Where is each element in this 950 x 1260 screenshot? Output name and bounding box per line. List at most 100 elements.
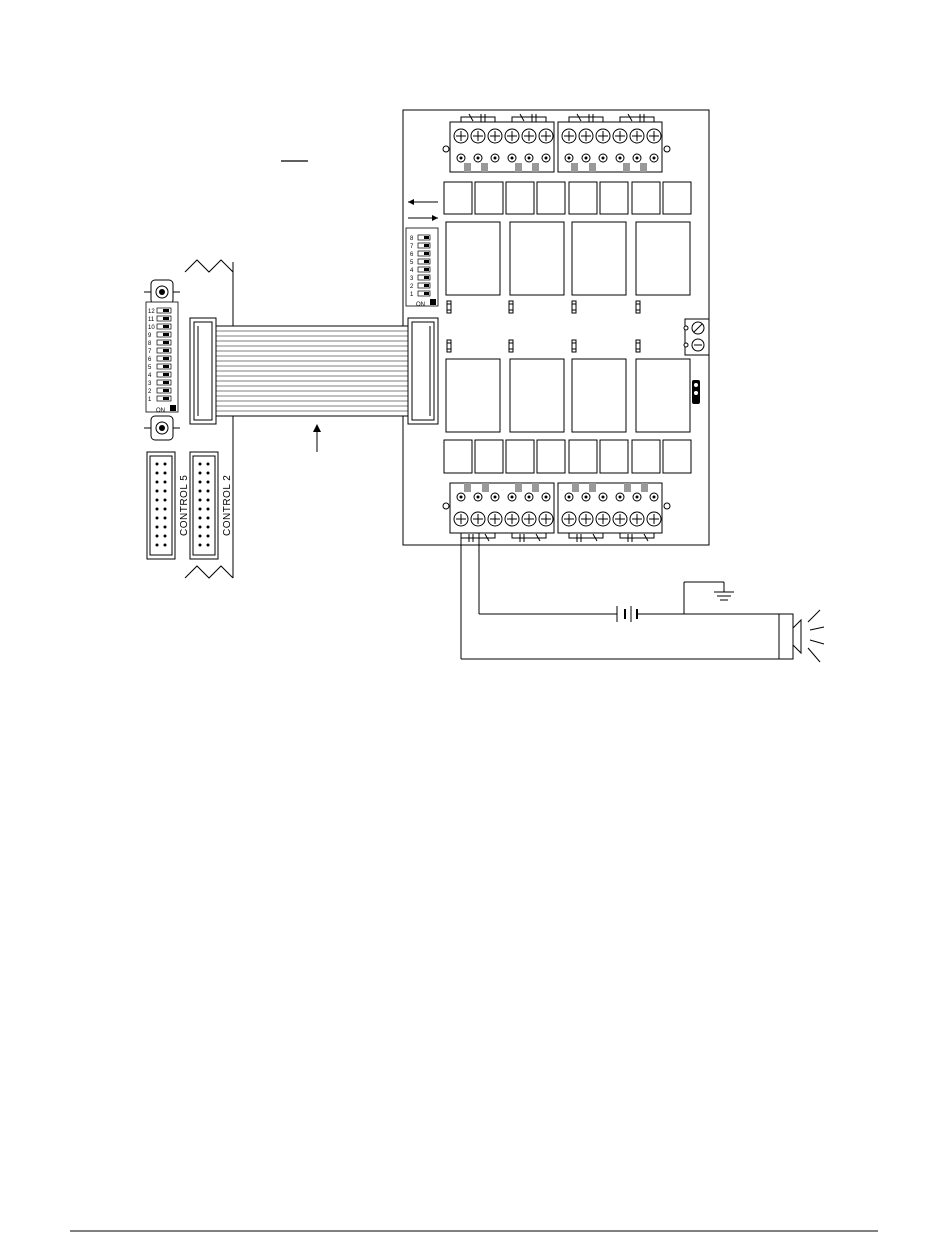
terminal-tab [532,163,539,172]
power-relay [510,222,564,295]
contact-symbol-top [569,117,603,122]
fuse-lower [509,340,513,352]
contact-symbol-bottom [512,533,546,538]
large-relays [446,222,690,432]
header-pin [207,481,210,484]
contact-symbol-bottom [620,533,654,538]
small-relays-top [444,182,691,214]
header-pin [164,535,167,538]
standoff-top [144,280,180,304]
signal-arrows [408,199,438,221]
header-pin [156,490,159,493]
contact-symbol-top [461,117,495,122]
header-pin [207,472,210,475]
header-pin [164,517,167,520]
power-relay [446,222,500,295]
header-connector-control-2 [190,452,218,559]
header-pin [207,544,210,547]
terminal-tab [623,163,630,172]
fuse-upper [509,301,513,313]
small-relay [663,182,691,214]
relay-dip-on-label: ON [416,302,425,308]
power-relay [510,359,564,432]
small-relay [475,182,503,214]
header-pin [199,472,202,475]
header-pin [164,508,167,511]
header-pin [199,490,202,493]
header-pin [164,463,167,466]
fuses [447,301,640,352]
header-pin [156,526,159,529]
ribbon-connector-right [408,318,438,424]
header-pin [207,463,210,466]
header-pin [164,499,167,502]
terminal-tab [589,163,596,172]
power-relay [572,222,626,295]
header-pin [207,535,210,538]
small-relay [632,182,660,214]
terminal-tab [589,483,596,492]
small-relay [632,440,660,473]
header-pin [156,508,159,511]
small-relay [663,440,691,473]
cable-pointer-arrow [313,424,321,452]
contact-symbol-bottom [569,533,603,538]
jumper [692,380,700,404]
header-pin [164,490,167,493]
terminal-tab [515,483,522,492]
header-pin [156,481,159,484]
dip-number: 12 [148,309,155,315]
small-relay [444,440,472,473]
fuse-upper [447,301,451,313]
header-pin [199,526,202,529]
terminal-tab [482,483,489,492]
header-pin [207,508,210,511]
header-pin [156,535,159,538]
header-pin [156,463,159,466]
small-relay [506,440,534,473]
header-pin [199,481,202,484]
terminal-tab [571,163,578,172]
small-relay [600,440,628,473]
header-pin [199,499,202,502]
header-pin [199,463,202,466]
power-relay [636,359,690,432]
control-5-label: CONTROL 5 [179,475,190,536]
ribbon-cable [216,326,408,416]
header-pin [207,526,210,529]
header-pin [207,517,210,520]
fuse-upper [636,301,640,313]
header-pin [199,517,202,520]
standoff-bottom [144,416,180,440]
small-relay [475,440,503,473]
terminal-tab [481,163,488,172]
power-terminal [684,319,709,355]
external-wiring [461,533,779,659]
battery-symbol [617,606,637,622]
fuse-upper [572,301,576,313]
small-relay [537,182,565,214]
header-pin [164,526,167,529]
terminal-tab [464,163,471,172]
small-relay [569,440,597,473]
relay-card-outline [403,110,709,545]
relay-dip-switch: 87654321 ON [406,228,438,308]
power-relay [572,359,626,432]
contact-symbols [461,114,654,542]
contact-symbol-top [512,117,546,122]
header-pin [207,499,210,502]
power-relay [446,359,500,432]
fuse-lower [636,340,640,352]
header-pin [156,517,159,520]
header-pin [199,508,202,511]
dip-number: 10 [148,325,155,331]
header-pin [199,535,202,538]
terminal-tab [624,483,631,492]
header-pin [164,472,167,475]
header-pin [199,544,202,547]
header-pin [156,499,159,502]
contact-symbol-top [620,117,654,122]
ground-symbol [714,592,734,600]
